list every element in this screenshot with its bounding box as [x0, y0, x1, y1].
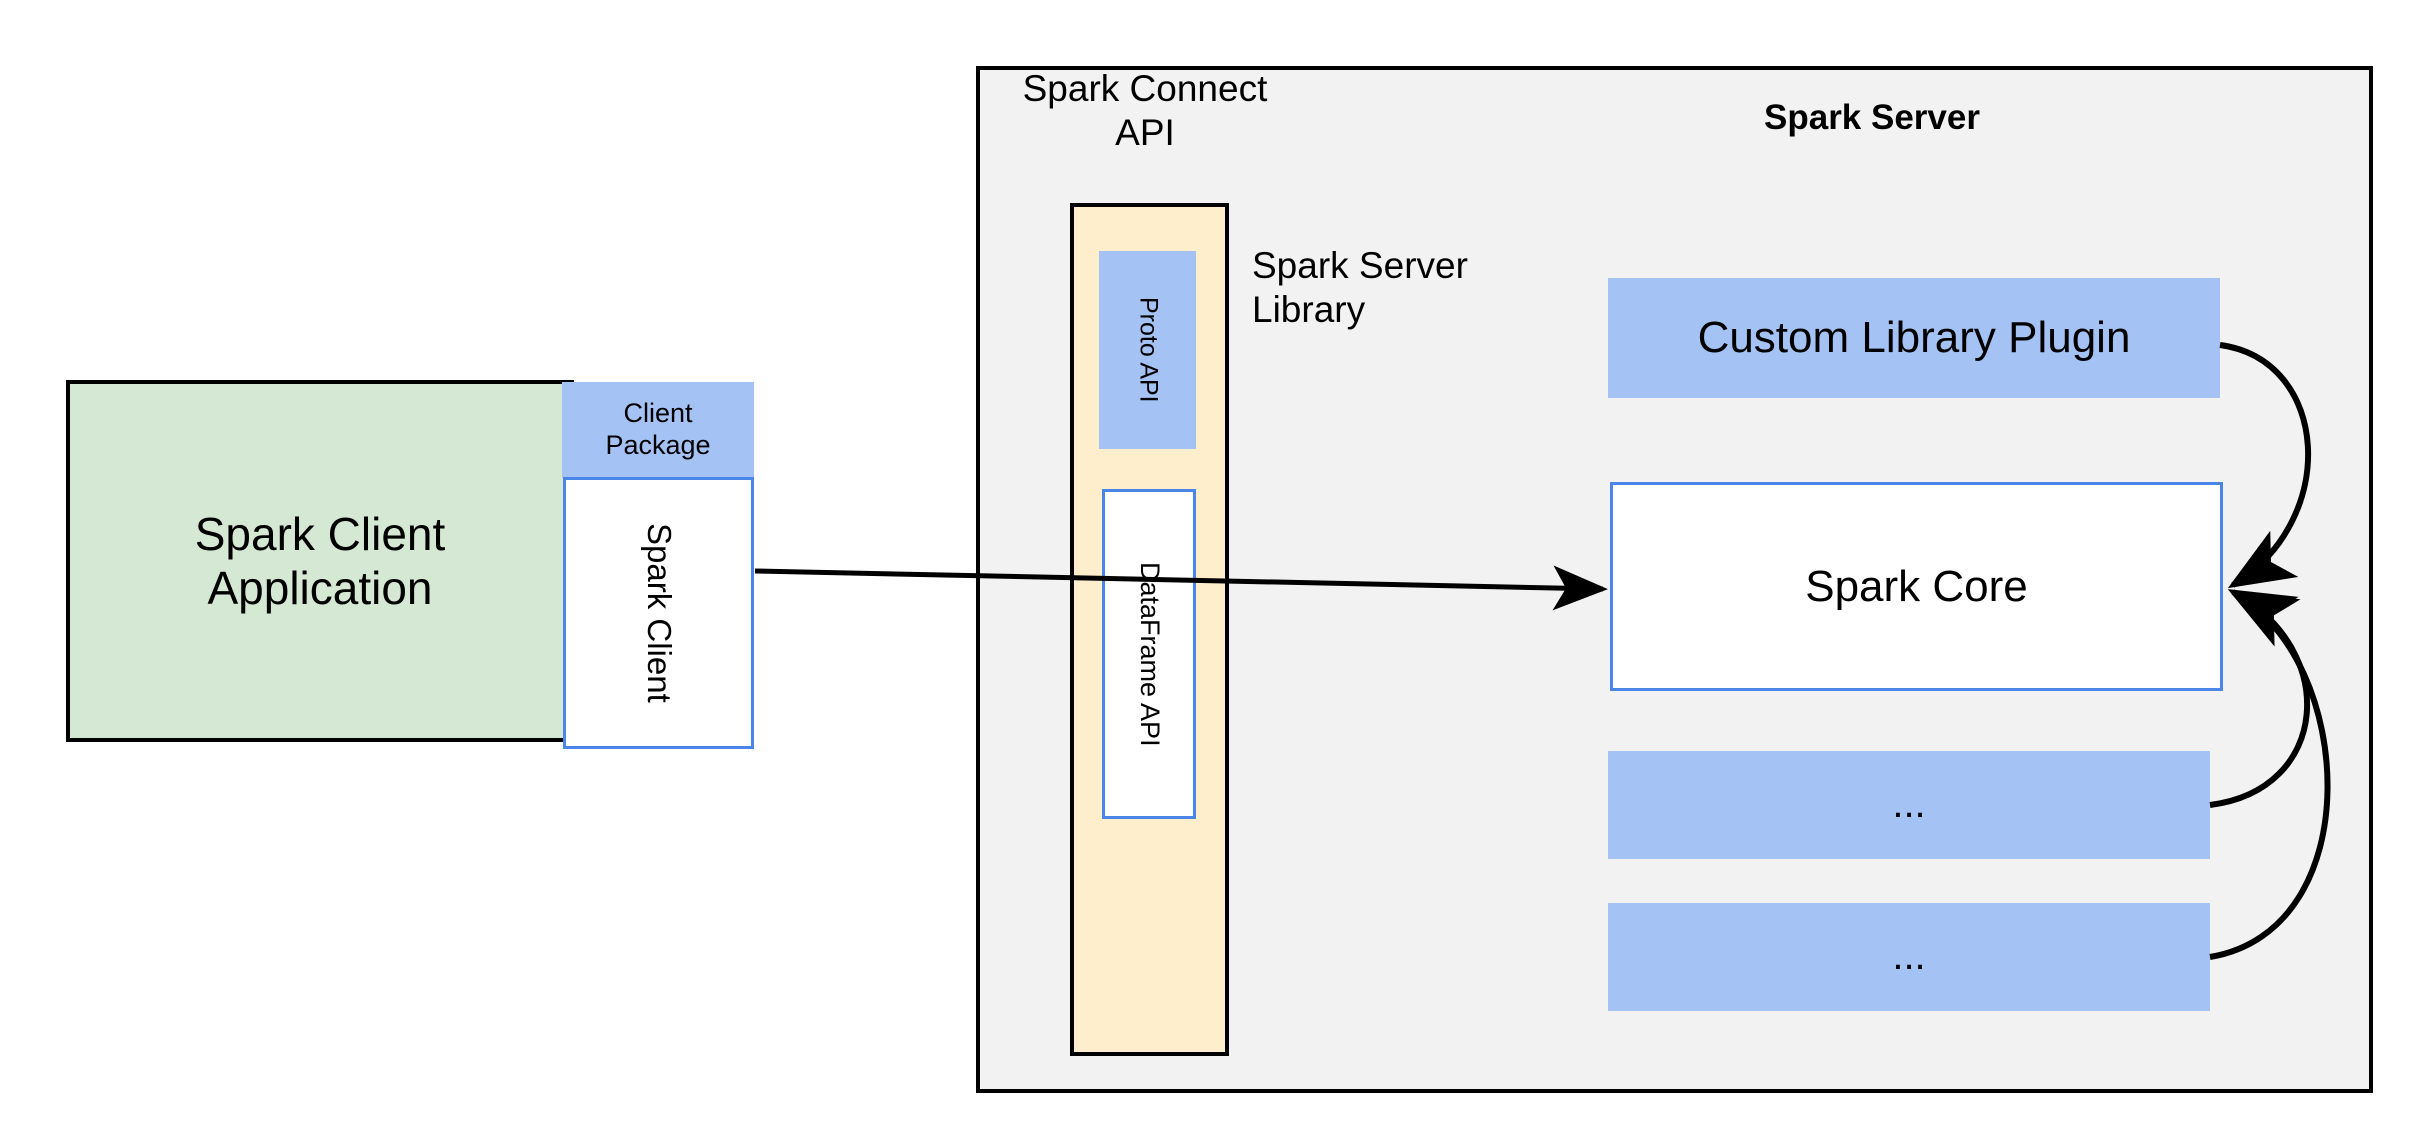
proto-api-box[interactable]: Proto API [1099, 251, 1196, 449]
spark-core-label: Spark Core [1805, 561, 2028, 611]
proto-api-label: Proto API [1134, 297, 1163, 403]
spark-server-library-label: Spark Server Library [1252, 243, 1552, 333]
placeholder-box-2[interactable]: ... [1608, 903, 2210, 1011]
spark-server-title: Spark Server [1764, 98, 1980, 138]
server-library-label-line2: Library [1252, 289, 1366, 330]
client-package-box[interactable]: Client Package [562, 382, 754, 478]
custom-library-plugin-label: Custom Library Plugin [1697, 313, 2131, 363]
placeholder-box-1[interactable]: ... [1608, 751, 2210, 859]
client-application-label-line1: Spark Client [194, 507, 446, 560]
spark-connect-api-label: Spark Connect API [1000, 66, 1290, 156]
dataframe-api-box[interactable]: DataFrame API [1102, 489, 1196, 819]
spark-core-box[interactable]: Spark Core [1610, 482, 2223, 691]
spark-client-application-box[interactable]: Spark Client Application [66, 380, 574, 742]
client-package-label-line1: Client [623, 398, 693, 429]
spark-client-box[interactable]: Spark Client [563, 477, 754, 749]
dataframe-api-label: DataFrame API [1134, 561, 1165, 747]
placeholder-box-1-label: ... [1892, 782, 1926, 827]
client-package-label-line2: Package [605, 430, 711, 460]
connect-api-label-line2: API [1115, 112, 1175, 153]
custom-library-plugin-box[interactable]: Custom Library Plugin [1608, 278, 2220, 398]
client-application-label-line2: Application [207, 562, 433, 614]
connect-api-label-line1: Spark Connect [1022, 68, 1268, 110]
server-library-label-line1: Spark Server [1252, 245, 1468, 287]
placeholder-box-2-label: ... [1892, 934, 1926, 979]
spark-client-label: Spark Client [640, 523, 678, 703]
